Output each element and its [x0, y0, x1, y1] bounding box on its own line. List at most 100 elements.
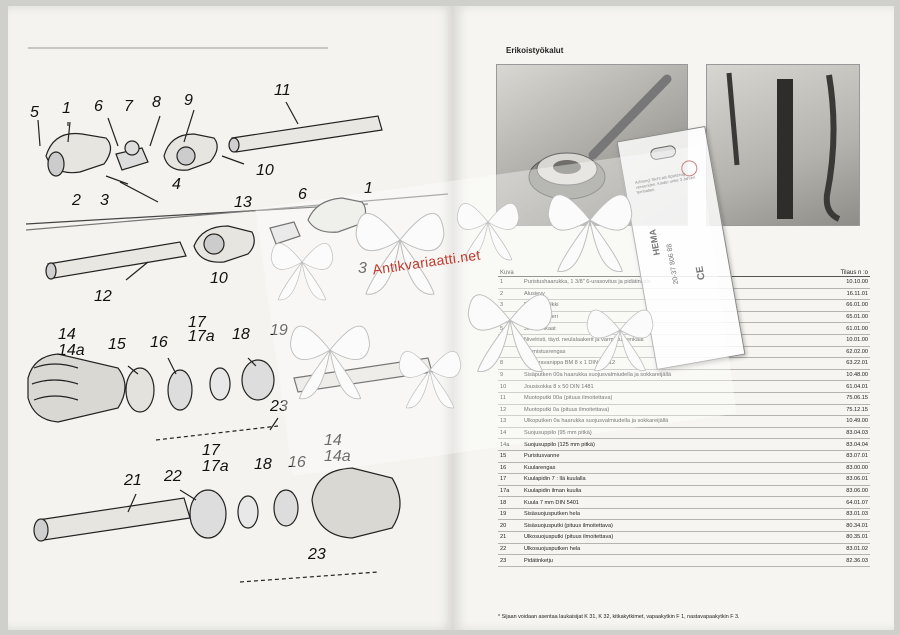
callout-label: 4 [172, 176, 181, 193]
butterfly-icon [547, 194, 633, 272]
part-number: 20 [498, 519, 522, 533]
part-number: 14 [498, 427, 522, 440]
butterfly-icon [456, 203, 520, 261]
part-description: Sisäputken 00a haarukka suojusvalmiudell… [522, 369, 830, 382]
callout-label: 12 [94, 288, 112, 305]
callout-label: 14a [58, 342, 85, 359]
order-number: 66.01.00 [830, 299, 870, 312]
order-number: 10.49.00 [830, 415, 870, 428]
part-description: Ulkoputken 0a haarukka suojusvalmiudella… [522, 415, 830, 428]
part-description: Suojusuppilo (125 mm pitkä) [522, 438, 830, 451]
callout-label: 7 [124, 98, 133, 115]
callout-label: 3 [100, 192, 109, 209]
order-number: 83.01.03 [830, 508, 870, 521]
order-number: 61.04.01 [830, 380, 870, 393]
footnote: * Sijaan voidaan asentaa laukaisijat K 3… [498, 614, 740, 620]
order-number: 63.22.01 [830, 357, 870, 370]
callout-label: 21 [124, 472, 142, 489]
part-description: Sisäsuojusputki (pituus ilmoitettava) [522, 519, 830, 533]
part-number: 18 [498, 496, 522, 509]
callout-label: 6 [94, 98, 103, 115]
callout-label: 9 [184, 92, 193, 109]
callout-label: 6 [298, 186, 307, 203]
part-description: Sisäsuojusputken hela [522, 508, 830, 521]
part-description: Kuula 7 mm DIN 5401 [522, 496, 830, 509]
order-number: 80.34.01 [830, 519, 870, 533]
butterfly-icon [355, 213, 445, 295]
sleeve-tool-image [528, 74, 672, 200]
part-description: Pidätinketju [522, 554, 830, 567]
part-number: 9 [498, 369, 522, 382]
order-number: 82.36.03 [830, 554, 870, 567]
callout-label: 22 [164, 468, 182, 485]
part-number: 16 [498, 462, 522, 475]
part-number: 8 [498, 357, 522, 370]
part-description: Muotoputki 00a (pituus ilmoitettava) [522, 392, 830, 405]
butterfly-icon [467, 294, 553, 372]
callout-label: 19 [270, 322, 288, 339]
order-number: 65.01.00 [830, 311, 870, 324]
order-number: 83.06.01 [830, 473, 870, 486]
part-description: Kuulapidin 7 : llä kuulalla [522, 473, 830, 486]
part-number: 1 [498, 276, 522, 289]
part-number: 12 [498, 404, 522, 417]
exploded-drawing [25, 47, 449, 583]
left-page: 5 1 6 7 8 9 11 10 2 3 4 13 6 1 10 12 3 1… [8, 6, 454, 630]
part-number: 13 [498, 415, 522, 428]
callout-label: 18 [254, 456, 272, 473]
order-number: 16.11.01 [830, 288, 870, 301]
order-number: 83.04.03 [830, 427, 870, 440]
callout-label: 5 [30, 104, 39, 121]
part-number: 15 [498, 450, 522, 463]
callout-label: 18 [232, 326, 250, 343]
order-number: 83.06.00 [830, 485, 870, 498]
order-number: 75.06.15 [830, 392, 870, 405]
section-title: Erikoistyökalut [506, 46, 564, 55]
part-description: Ulkosuojusputken hela [522, 543, 830, 556]
part-number: 3 [498, 299, 522, 312]
callout-label: 17a [188, 328, 215, 345]
order-number: 10.48.00 [830, 369, 870, 382]
callout-label: 17 [188, 314, 206, 331]
part-number: 10 [498, 380, 522, 393]
butterfly-icon [270, 243, 334, 301]
callout-label: 14 [324, 432, 342, 449]
order-number: 75.12.15 [830, 404, 870, 417]
order-number: 83.01.02 [830, 543, 870, 556]
callout-label: 17 [202, 442, 220, 459]
part-number: 22 [498, 543, 522, 556]
callout-label: 13 [234, 194, 252, 211]
callout-label: 15 [108, 336, 126, 353]
callout-label: 14a [324, 448, 351, 465]
callout-label: 1 [62, 100, 71, 117]
callout-label: 2 [72, 192, 81, 209]
callout-label: 3 [358, 260, 367, 277]
part-number: 17a [498, 485, 522, 498]
callout-label: 10 [256, 162, 274, 179]
part-number: 19 [498, 508, 522, 521]
part-number: 2 [498, 288, 522, 301]
part-description: Muotoputki 0a (pituus ilmoitettava) [522, 404, 830, 417]
order-number: 83.00.00 [830, 462, 870, 475]
callout-label: 10 [210, 270, 228, 287]
order-number: 10.01.00 [830, 334, 870, 347]
part-number: 11 [498, 392, 522, 405]
callout-label: 17a [202, 458, 229, 475]
lever-tools-image [726, 72, 841, 222]
butterfly-icon [398, 351, 462, 409]
